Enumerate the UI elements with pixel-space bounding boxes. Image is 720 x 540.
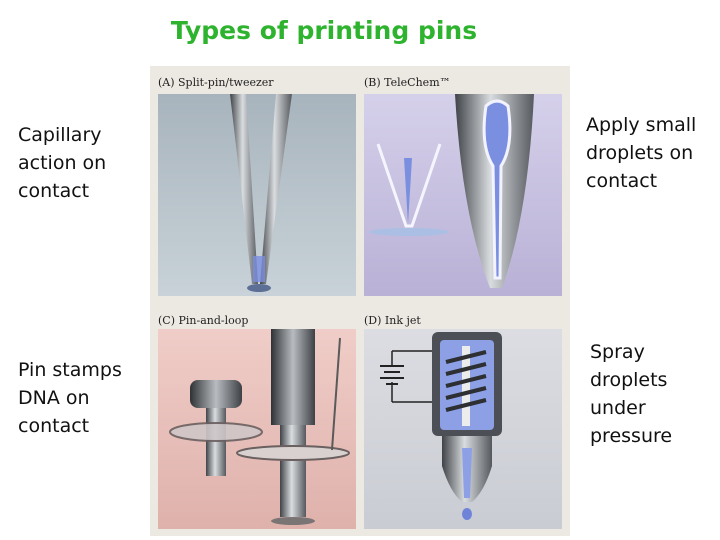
solenoid-coil [445,350,487,412]
pin-profile-inset [376,143,442,228]
caption-line: droplets on [586,142,694,164]
panel-telechem: (B) TeleChem™ [364,76,562,296]
inset-loop [169,422,263,442]
caption-line: DNA on [18,387,90,409]
tweezer-right-prong [260,94,292,284]
battery-icon [380,365,404,385]
panel-ink-jet: (D) Ink jet [364,314,562,529]
sample-fluid [253,256,265,282]
ink-droplet [462,508,472,520]
printing-pins-figure: (A) Split-pin/tweezer (B) TeleChem™ (C) … [150,66,570,536]
solenoid-plunger [462,346,470,426]
pin-contact-spot [271,517,315,525]
loop-ring [236,445,350,461]
nozzle-ink [462,448,472,498]
caption-apply-droplets: Apply small droplets on contact [586,111,696,195]
caption-line: contact [18,415,90,437]
sample-channel [482,99,512,280]
caption-spray-droplets: Spray droplets under pressure [590,338,672,450]
caption-line: contact [18,180,90,202]
panel-a-label: (A) Split-pin/tweezer [158,76,274,89]
caption-pin-stamps: Pin stamps DNA on contact [18,356,122,440]
panel-d-label: (D) Ink jet [364,314,421,327]
panel-b-label: (B) TeleChem™ [364,76,451,89]
substrate-surface [369,228,449,236]
slide-title: Types of printing pins [170,16,478,45]
caption-line: under [590,397,646,419]
panel-pin-and-loop: (C) Pin-and-loop [158,314,356,529]
caption-line: action on [18,152,107,174]
caption-line: Pin stamps [18,359,122,381]
caption-line: Capillary [18,124,102,146]
caption-line: droplets [590,369,668,391]
caption-line: pressure [590,425,673,447]
inset-fluid [404,158,412,224]
inset-pin-head [190,380,242,408]
tweezer-left-prong [230,94,258,284]
panel-c-label: (C) Pin-and-loop [158,314,248,327]
pin-shaft-lower [280,425,306,517]
deposited-spot [247,284,271,292]
loop-handle [331,337,341,451]
panel-split-pin: (A) Split-pin/tweezer [158,76,356,296]
caption-line: Spray [590,341,645,363]
caption-line: contact [586,170,658,192]
pin-shaft-upper [271,329,315,425]
caption-line: Apply small [586,114,697,136]
caption-capillary-action: Capillary action on contact [18,121,106,205]
